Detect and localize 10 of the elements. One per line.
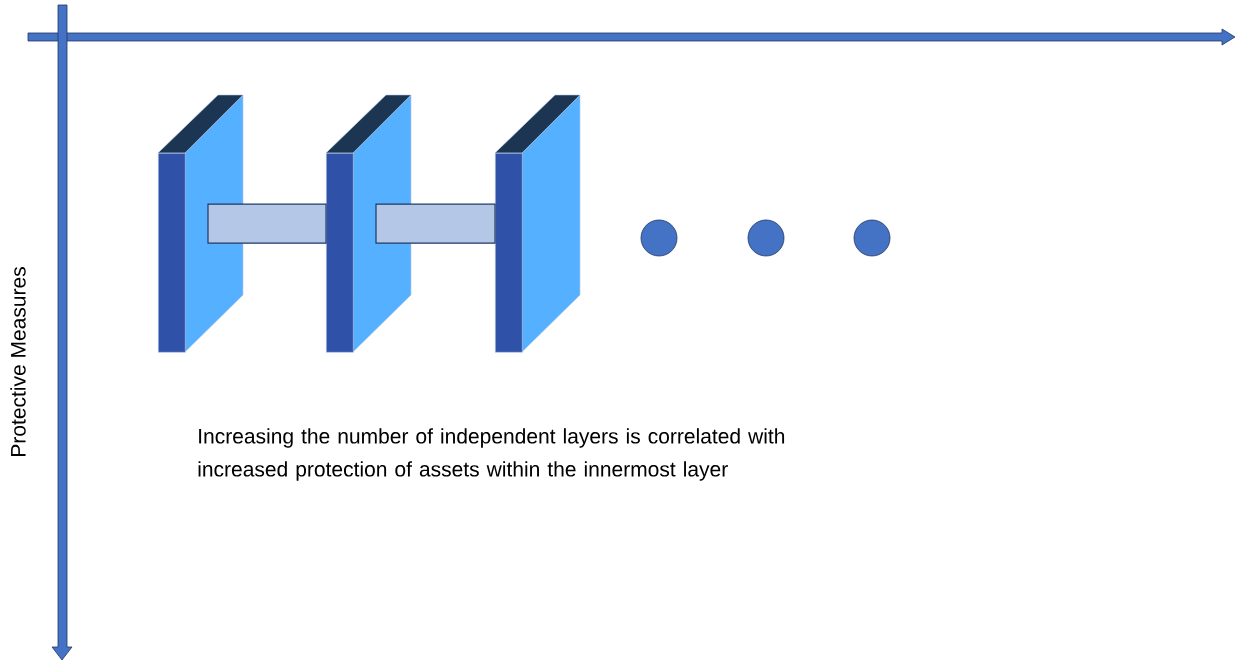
dot [747,219,785,257]
connecting-bar [207,203,327,244]
axis-label: Protective Measures [10,267,26,456]
dot [640,219,678,257]
description-text: Increasing the number of independent layers is correlated with increased protection of assets within the innermost layer [198,428,785,481]
panel-drawing [325,94,412,353]
dot [853,219,891,257]
panel-drawing [494,94,581,353]
connecting-bar [375,203,496,244]
panel-drawing [157,94,244,353]
